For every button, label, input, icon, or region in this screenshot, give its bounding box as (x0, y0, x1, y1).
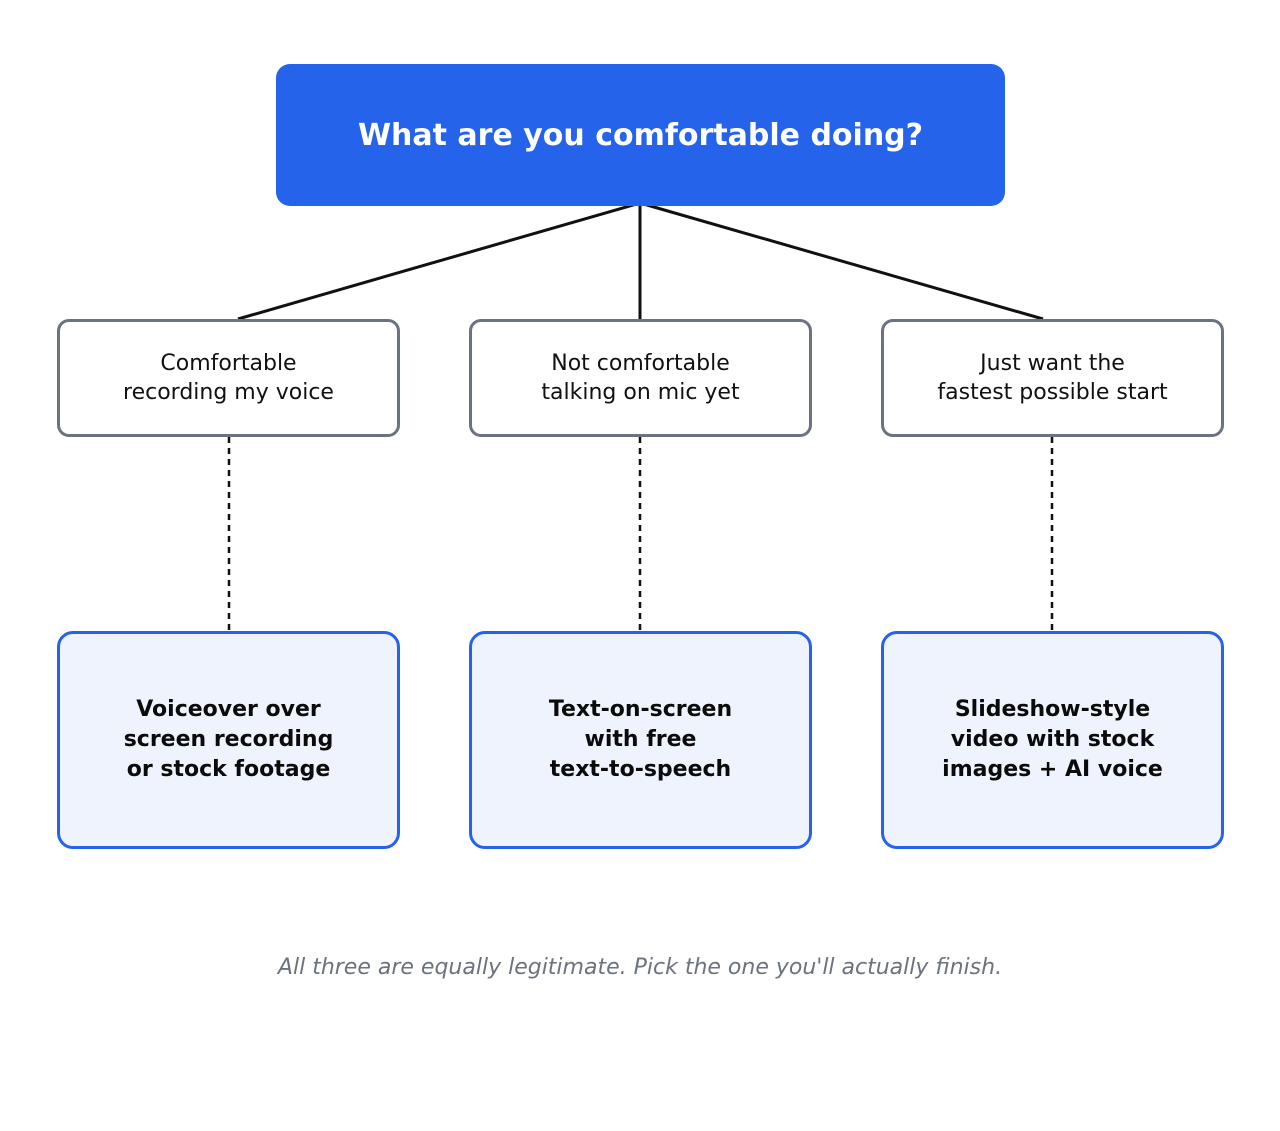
root-question-text: What are you comfortable doing? (357, 117, 924, 153)
connector-root-to-choice-1 (237, 201, 641, 321)
choice-label-fastest: Just want the fastest possible start (937, 351, 1168, 405)
result-box-voiceover: Voiceover over screen recording or stock… (57, 631, 400, 849)
choice-box-fastest: Just want the fastest possible start (881, 319, 1224, 437)
result-box-text-to-speech: Text-on-screen with free text-to-speech (469, 631, 812, 849)
choice-label-no-mic: Not comfortable talking on mic yet (541, 351, 740, 405)
connector-root-to-choice-3 (639, 201, 1044, 321)
result-label-text-to-speech: Text-on-screen with free text-to-speech (548, 697, 733, 782)
choice-box-no-mic: Not comfortable talking on mic yet (469, 319, 812, 437)
result-label-voiceover: Voiceover over screen recording or stock… (123, 697, 334, 782)
result-label-slideshow: Slideshow-style video with stock images … (942, 697, 1163, 782)
choice-label-voice: Comfortable recording my voice (123, 351, 334, 405)
result-box-slideshow: Slideshow-style video with stock images … (881, 631, 1224, 849)
root-question-box: What are you comfortable doing? (276, 64, 1005, 206)
footnote: All three are equally legitimate. Pick t… (277, 955, 1003, 980)
choice-box-voice: Comfortable recording my voice (57, 319, 400, 437)
